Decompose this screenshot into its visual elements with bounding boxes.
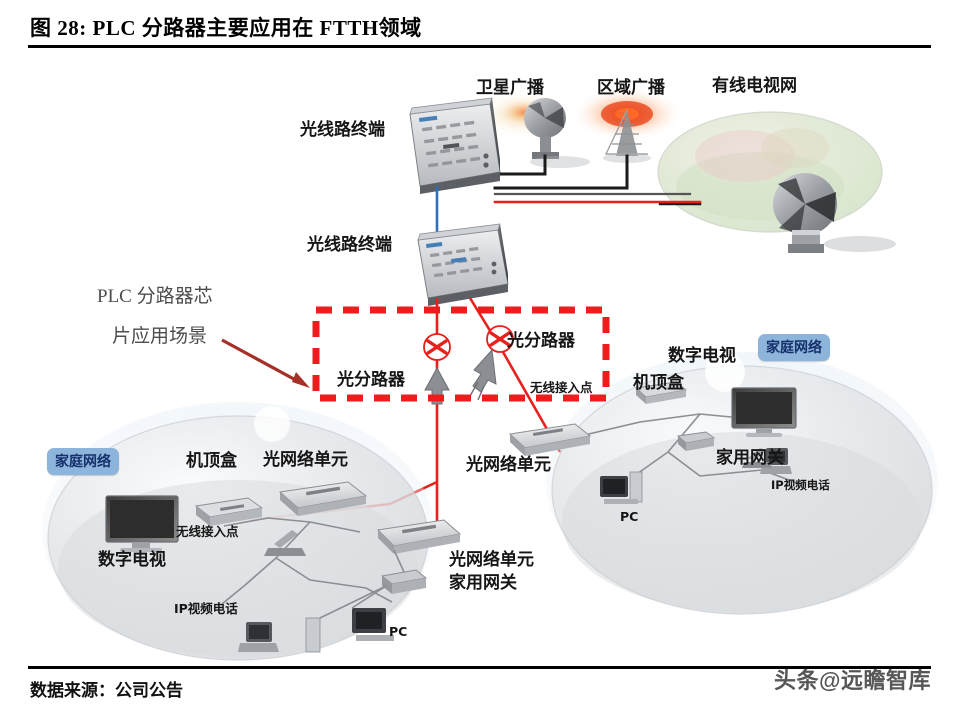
satellite-broadcast-graphic <box>475 89 590 168</box>
cable-tv-network-label: 有线电视网 <box>712 76 797 96</box>
optical-splitter-icon-left <box>423 333 451 361</box>
onu-right-graphic <box>508 423 592 456</box>
home-network-badge-left: 家庭网络 <box>47 448 119 475</box>
left-home-links <box>221 517 393 605</box>
pc-left-label: PC <box>389 624 408 639</box>
watermark-text: 头条@远瞻智库 <box>774 668 931 693</box>
regional-broadcast-graphic <box>571 87 683 163</box>
pc-right-graphic <box>600 471 643 504</box>
wireless-ap-right-label: 无线接入点 <box>530 380 593 395</box>
wireless-ap-right-graphic <box>742 448 772 468</box>
pc-right-label: PC <box>620 509 639 524</box>
set-top-box-right-graphic <box>634 381 688 404</box>
onu-right-label: 光网络单元 <box>466 455 551 475</box>
ip-video-phone-right-label: IP视频电话 <box>771 478 830 492</box>
home-gateway-center-label: 家用网关 <box>449 573 517 593</box>
onu-left-label: 光网络单元 <box>263 450 348 470</box>
title-divider <box>28 45 931 48</box>
cable-tv-dome-graphic <box>657 111 883 233</box>
set-top-box-left-label: 机顶盒 <box>186 451 237 471</box>
cable-tv-satellite-dish-graphic <box>773 173 896 253</box>
digital-tv-left-graphic <box>105 495 179 552</box>
uplink-cables <box>493 154 702 206</box>
ip-video-phone-right-graphic <box>760 448 792 474</box>
center-links <box>319 549 405 619</box>
plc-annotation-line1: PLC 分路器芯 <box>97 286 213 307</box>
home-network-badge-right: 家庭网络 <box>758 334 830 361</box>
home-gateway-right-label: 家用网关 <box>716 448 784 468</box>
digital-tv-left-label: 数字电视 <box>98 550 166 570</box>
network-topology-diagram <box>0 52 959 662</box>
set-top-box-left-graphic <box>194 497 264 526</box>
onu-center-graphic <box>376 519 462 554</box>
home-gateway-center-graphic <box>380 569 428 594</box>
annotation-arrow <box>221 338 310 388</box>
digital-tv-right-label: 数字电视 <box>668 346 736 366</box>
onu-left-graphic <box>278 481 368 516</box>
set-top-box-right-label: 机顶盒 <box>633 373 684 393</box>
plc-annotation-line2: 片应用场景 <box>112 326 208 347</box>
olt-top-label: 光线路终端 <box>300 120 385 140</box>
onu-center-label: 光网络单元 <box>449 550 534 570</box>
wireless-ap-left-label: 无线接入点 <box>176 524 239 539</box>
page-title: 图 28: PLC 分路器主要应用在 FTTH领域 <box>30 16 422 40</box>
optical-splitter-icon-right <box>486 325 514 353</box>
home-gateway-right-graphic <box>676 431 716 451</box>
left-home-dome-graphic <box>42 402 434 661</box>
pointer-hand-right-graphic <box>469 348 497 401</box>
ip-video-phone-left-label: IP视频电话 <box>174 601 238 616</box>
source-note: 数据来源：公司公告 <box>30 681 183 700</box>
wireless-ap-left-graphic <box>264 530 306 556</box>
source-divider <box>28 666 931 669</box>
satellite-broadcast-label: 卫星广播 <box>476 78 544 98</box>
highlight-box <box>312 306 610 402</box>
optical-splitter-left-label: 光分路器 <box>337 370 405 390</box>
pc-left-graphic <box>305 608 394 653</box>
right-home-dome-graphic <box>546 352 938 615</box>
optical-splitter-right-label: 光分路器 <box>507 331 575 351</box>
ip-video-phone-left-graphic <box>238 622 279 652</box>
regional-broadcast-label: 区域广播 <box>597 78 665 98</box>
pointer-hand-left-graphic <box>424 366 450 405</box>
digital-tv-right-graphic <box>731 387 797 437</box>
olt-second-label: 光线路终端 <box>307 235 392 255</box>
olt-device-top-graphic <box>409 97 501 194</box>
olt-device-second-graphic <box>417 223 509 306</box>
